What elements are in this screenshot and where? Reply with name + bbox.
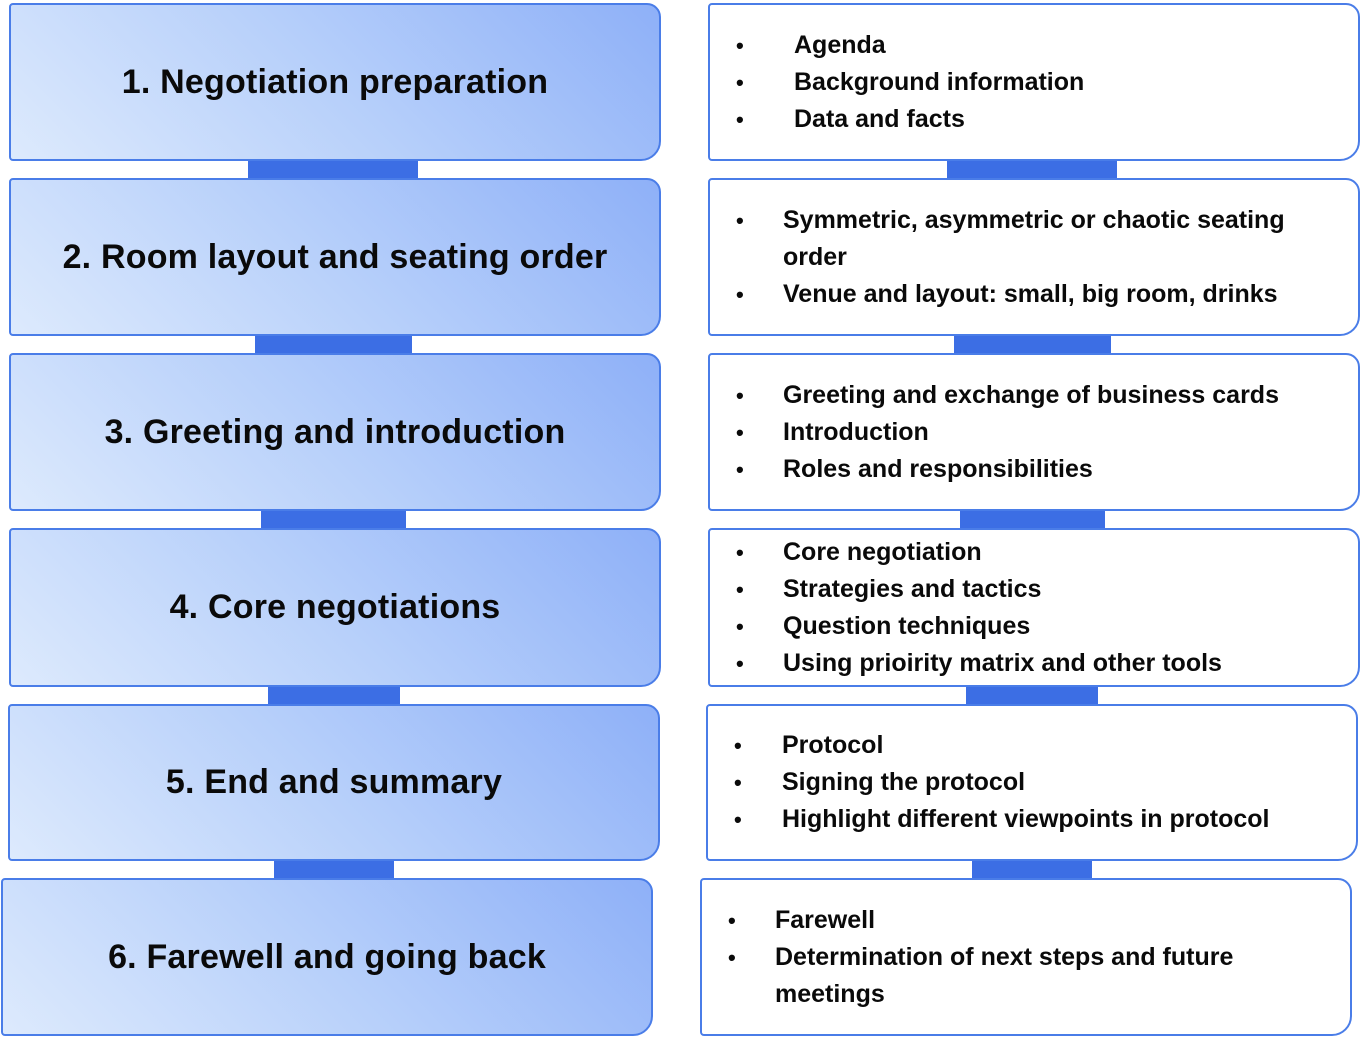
bullet-icon: • [734, 807, 742, 832]
step-4-details: • Core negotiation • Strategies and tact… [708, 528, 1360, 687]
list-item: • Background information [736, 64, 1328, 101]
bullet-icon: • [736, 207, 744, 233]
step-connector [261, 511, 406, 528]
bullet-icon: • [736, 650, 744, 676]
step-5-details: • Protocol • Signing the protocol • High… [706, 704, 1358, 861]
bullet-icon: • [734, 770, 742, 795]
step-6-details: • Farewell • Determination of next steps… [700, 878, 1352, 1036]
bullet-icon: • [728, 907, 736, 933]
list-item: • Data and facts [736, 101, 1328, 138]
bullet-icon: • [736, 576, 744, 602]
bullet-icon: • [736, 382, 744, 408]
list-item: • Using prioirity matrix and other tools [736, 645, 1338, 682]
list-item: • Introduction [736, 414, 1338, 451]
bullet-icon: • [736, 69, 744, 95]
detail-connector [947, 161, 1117, 178]
step-1-detail-2: Background information [794, 67, 1085, 96]
list-item: • Symmetric, asymmetric or chaotic seati… [736, 202, 1338, 276]
detail-connector [960, 511, 1105, 528]
bullet-icon: • [736, 539, 744, 565]
bullet-icon: • [728, 944, 736, 970]
step-5-detail-3: Highlight different viewpoints in protoc… [782, 805, 1270, 833]
step-3-box: 3. Greeting and introduction [9, 353, 661, 511]
step-5-box: 5. End and summary [8, 704, 660, 861]
bullet-icon: • [736, 613, 744, 639]
list-item: • Protocol [734, 727, 1336, 764]
step-3-detail-2: Introduction [783, 417, 929, 446]
step-4-box: 4. Core negotiations [9, 528, 661, 687]
step-1-details: • Agenda • Background information • Data… [708, 3, 1360, 161]
step-connector [248, 161, 418, 178]
step-1-detail-3: Data and facts [794, 104, 965, 133]
list-item: • Signing the protocol [734, 764, 1336, 801]
step-3-details: • Greeting and exchange of business card… [708, 353, 1360, 511]
detail-connector [966, 687, 1098, 704]
step-2-detail-2: Venue and layout: small, big room, drink… [783, 279, 1278, 308]
list-item: • Determination of next steps and future… [728, 939, 1310, 1013]
list-item: • Greeting and exchange of business card… [736, 377, 1338, 414]
step-4-detail-3: Question techniques [783, 611, 1031, 640]
step-6-detail-2: Determination of next steps and future m… [775, 942, 1234, 1008]
step-1-box: 1. Negotiation preparation [9, 3, 661, 161]
list-item: • Question techniques [736, 608, 1338, 645]
step-2-box: 2. Room layout and seating order [9, 178, 661, 336]
bullet-icon: • [736, 456, 744, 482]
step-3-detail-1: Greeting and exchange of business cards [783, 380, 1279, 409]
step-6-detail-1: Farewell [775, 905, 876, 934]
bullet-icon: • [734, 733, 742, 758]
step-connector [274, 861, 394, 878]
step-3-title: 3. Greeting and introduction [104, 412, 566, 451]
step-6-box: 6. Farewell and going back [1, 878, 653, 1036]
bullet-icon: • [736, 419, 744, 445]
step-connector [268, 687, 400, 704]
step-5-title: 5. End and summary [165, 763, 503, 801]
step-2-detail-1: Symmetric, asymmetric or chaotic seating… [783, 205, 1285, 271]
list-item: • Venue and layout: small, big room, dri… [736, 276, 1338, 313]
step-4-detail-4: Using prioirity matrix and other tools [783, 648, 1222, 677]
step-4-detail-1: Core negotiation [783, 537, 982, 566]
step-5-detail-1: Protocol [782, 731, 884, 759]
step-6-title: 6. Farewell and going back [108, 937, 546, 976]
list-item: • Highlight different viewpoints in prot… [734, 801, 1336, 838]
detail-connector [972, 861, 1092, 878]
detail-connector [954, 336, 1111, 353]
step-4-title: 4. Core negotiations [169, 588, 501, 626]
list-item: • Agenda [736, 27, 1328, 64]
bullet-icon: • [736, 106, 744, 132]
list-item: • Farewell [728, 902, 1310, 939]
step-2-details: • Symmetric, asymmetric or chaotic seati… [708, 178, 1360, 336]
step-connector [255, 336, 412, 353]
step-5-detail-2: Signing the protocol [782, 768, 1026, 796]
step-2-title: 2. Room layout and seating order [62, 237, 608, 276]
bullet-icon: • [736, 32, 744, 58]
list-item: • Roles and responsibilities [736, 451, 1338, 488]
bullet-icon: • [736, 281, 744, 307]
step-3-detail-3: Roles and responsibilities [783, 454, 1093, 483]
step-4-detail-2: Strategies and tactics [783, 574, 1042, 603]
step-1-detail-1: Agenda [794, 30, 886, 59]
step-1-title: 1. Negotiation preparation [121, 62, 549, 101]
list-item: • Strategies and tactics [736, 571, 1338, 608]
list-item: • Core negotiation [736, 534, 1338, 571]
